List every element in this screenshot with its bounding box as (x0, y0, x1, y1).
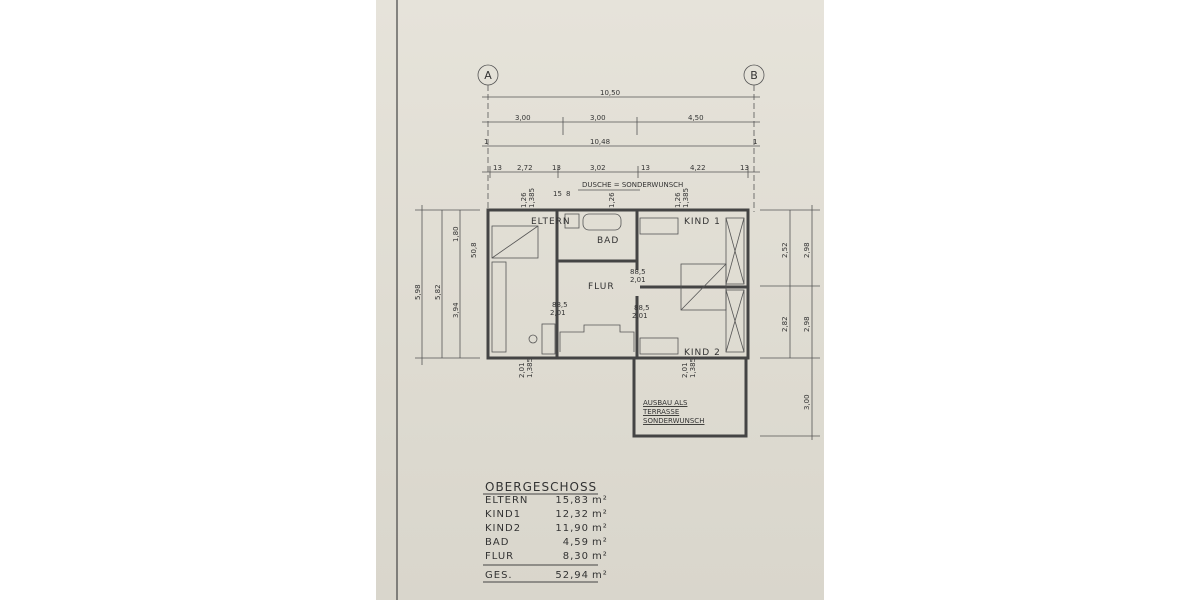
svg-text:88,5: 88,5 (630, 268, 646, 276)
svg-text:2,98: 2,98 (803, 242, 811, 258)
svg-text:2,01: 2,01 (518, 362, 526, 378)
right-dimensions: 2,52 2,82 2,98 2,98 3,00 (760, 205, 820, 440)
svg-text:8,30: 8,30 (563, 551, 589, 562)
svg-text:4,50: 4,50 (688, 114, 704, 122)
walls (486, 208, 750, 438)
svg-text:2,01: 2,01 (632, 312, 648, 320)
svg-text:13: 13 (740, 164, 749, 172)
svg-text:11,90: 11,90 (555, 523, 589, 534)
svg-text:2,01: 2,01 (681, 362, 689, 378)
svg-text:1,26: 1,26 (520, 192, 528, 208)
dim-15: 15 (553, 190, 562, 198)
svg-text:2,98: 2,98 (803, 316, 811, 332)
svg-text:13: 13 (493, 164, 502, 172)
svg-text:SONDERWUNSCH: SONDERWUNSCH (643, 417, 704, 425)
svg-text:TERRASSE: TERRASSE (642, 408, 679, 416)
room-flur: FLUR (588, 282, 615, 292)
svg-text:5,98: 5,98 (414, 284, 422, 300)
svg-text:52,94: 52,94 (555, 570, 589, 581)
shower-note: DUSCHE = SONDERWUNSCH (582, 181, 683, 189)
dimension-inner: 13 2,72 13 3,02 13 4,22 13 (482, 164, 760, 178)
dim-8: 8 (566, 190, 570, 198)
svg-text:2,72: 2,72 (517, 164, 533, 172)
svg-text:KIND1: KIND1 (485, 509, 521, 520)
svg-text:10,50: 10,50 (600, 89, 620, 97)
dimension-inner-total: 1 10,48 1 (482, 138, 760, 147)
svg-text:3,94: 3,94 (452, 302, 460, 318)
svg-text:1: 1 (753, 138, 757, 146)
svg-text:B: B (750, 69, 758, 82)
svg-text:4,22: 4,22 (690, 164, 706, 172)
svg-text:AUSBAU ALS: AUSBAU ALS (643, 399, 688, 407)
svg-text:3,02: 3,02 (590, 164, 606, 172)
svg-text:BAD: BAD (485, 537, 509, 548)
svg-text:m²: m² (592, 551, 608, 562)
svg-text:2,01: 2,01 (630, 276, 646, 284)
svg-text:A: A (484, 69, 492, 82)
svg-text:m²: m² (592, 523, 608, 534)
svg-text:50,8: 50,8 (470, 242, 478, 258)
svg-text:4,59: 4,59 (563, 537, 589, 548)
door-dims: 88,52,01 88,52,01 88,52,01 (550, 268, 650, 320)
svg-text:m²: m² (592, 509, 608, 520)
svg-text:m²: m² (592, 495, 608, 506)
svg-text:1,80: 1,80 (452, 226, 460, 242)
axis-b: B (743, 64, 765, 212)
svg-text:2,82: 2,82 (781, 316, 789, 332)
svg-text:3,00: 3,00 (590, 114, 606, 122)
dimension-grid: 3,00 3,00 4,50 (482, 114, 760, 135)
svg-text:3,00: 3,00 (803, 394, 811, 410)
table-title: OBERGESCHOSS (485, 480, 597, 494)
window-dims: 1,26 1,385 1,26 1,26 1,385 2,01 1,385 2,… (518, 188, 697, 378)
svg-text:KIND2: KIND2 (485, 523, 521, 534)
svg-text:3,00: 3,00 (515, 114, 531, 122)
svg-text:1,385: 1,385 (689, 358, 697, 378)
room-bad: BAD (597, 236, 619, 246)
svg-text:5,82: 5,82 (434, 284, 442, 300)
svg-text:15,83: 15,83 (555, 495, 589, 506)
svg-text:1: 1 (484, 138, 488, 146)
svg-text:FLUR: FLUR (485, 551, 514, 562)
svg-text:10,48: 10,48 (590, 138, 610, 146)
svg-text:2,52: 2,52 (781, 242, 789, 258)
svg-text:m²: m² (592, 570, 608, 581)
svg-text:13: 13 (552, 164, 561, 172)
dimension-overall: 10,50 (482, 89, 760, 98)
svg-text:GES.: GES. (485, 570, 513, 581)
room-eltern: ELTERN (531, 217, 571, 227)
room-kind1: KIND 1 (684, 217, 721, 227)
svg-text:1,26: 1,26 (608, 192, 616, 208)
svg-text:1,385: 1,385 (528, 188, 536, 208)
svg-text:ELTERN: ELTERN (485, 495, 528, 506)
svg-text:88,5: 88,5 (552, 301, 568, 309)
svg-text:1,26: 1,26 (674, 192, 682, 208)
svg-text:1,385: 1,385 (526, 358, 534, 378)
left-dimensions: 5,98 5,82 1,80 3,94 50,8 (414, 205, 480, 365)
furniture (491, 213, 745, 355)
svg-text:88,5: 88,5 (634, 304, 650, 312)
svg-text:1,385: 1,385 (682, 188, 690, 208)
axis-a: A (477, 64, 499, 212)
svg-text:2,01: 2,01 (550, 309, 566, 317)
svg-text:13: 13 (641, 164, 650, 172)
room-kind2: KIND 2 (684, 348, 721, 358)
svg-text:m²: m² (592, 537, 608, 548)
terrace-note: AUSBAU ALS TERRASSE SONDERWUNSCH (642, 399, 704, 425)
svg-text:12,32: 12,32 (555, 509, 589, 520)
